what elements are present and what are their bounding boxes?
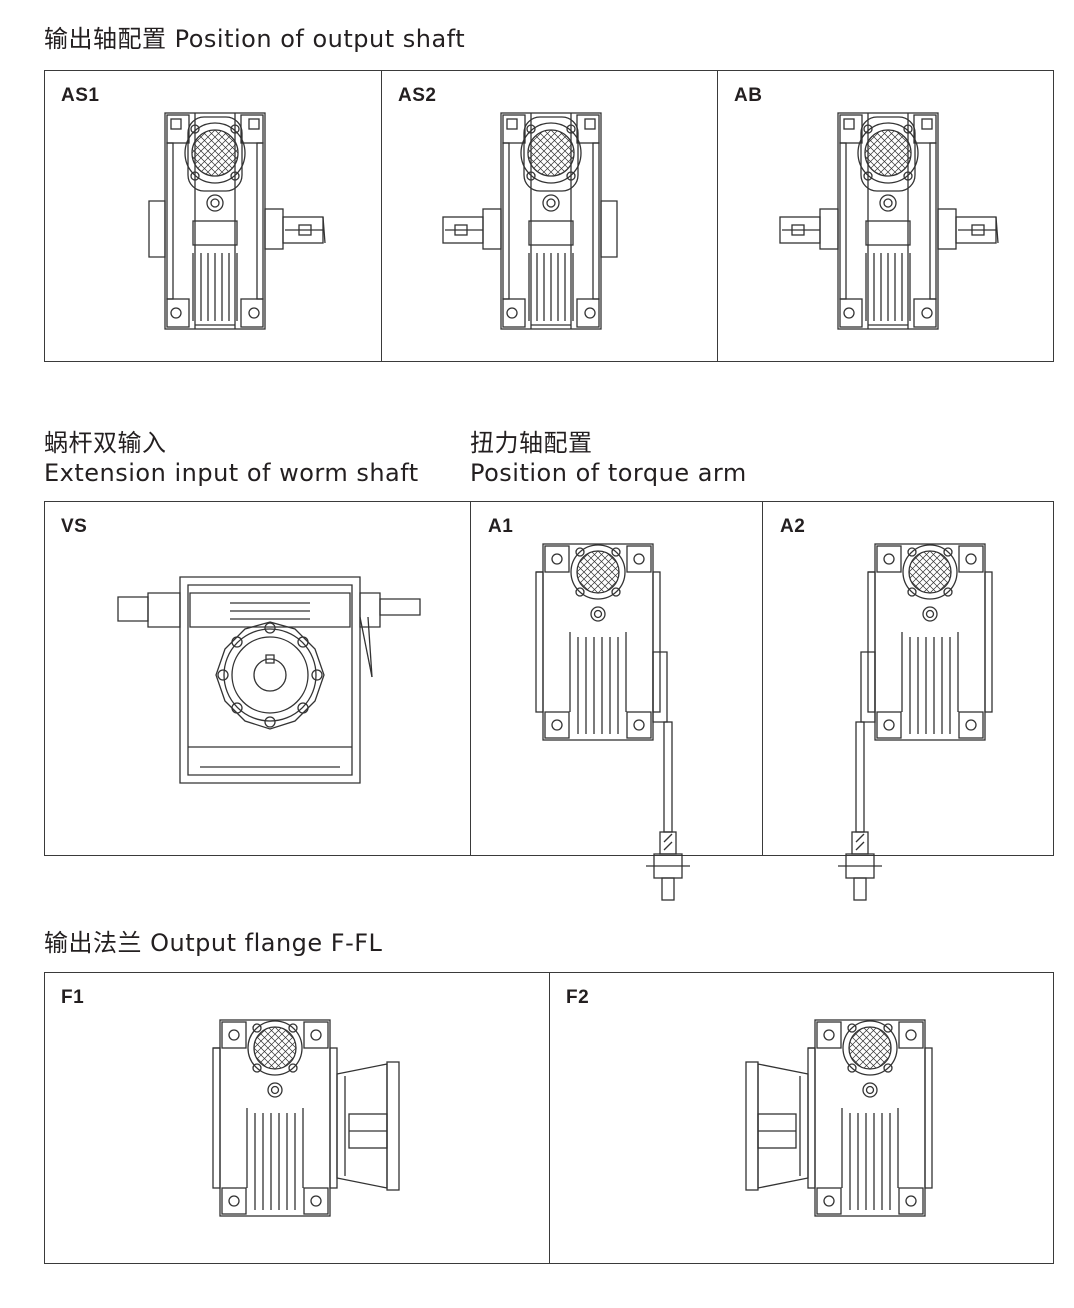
section-title-output-shaft: 输出轴配置 Position of output shaft — [44, 25, 466, 53]
output-shaft-panel: AS1 AS2 AB — [44, 70, 1054, 362]
label-ab: AB — [734, 85, 763, 106]
flange-panel: F1 F2 — [44, 972, 1054, 1264]
worm-torque-panel: VS A1 A2 — [44, 501, 1054, 901]
label-a1: A1 — [488, 516, 514, 537]
section-title-torque-en: Position of torque arm — [470, 459, 747, 487]
diagram-a2 — [837, 543, 993, 901]
label-vs: VS — [61, 516, 88, 537]
section-title-flange: 输出法兰 Output flange F-FL — [44, 929, 383, 957]
label-a2: A2 — [780, 516, 806, 537]
diagram-a1 — [535, 543, 691, 901]
section-title-worm-cn: 蜗杆双输入 — [44, 429, 167, 457]
section-title-torque-cn: 扭力轴配置 — [470, 429, 593, 457]
diagram-vs — [110, 567, 430, 797]
diagram-ab — [779, 112, 999, 330]
section-title-worm-en: Extension input of worm shaft — [44, 459, 419, 487]
diagram-f2 — [745, 1019, 933, 1217]
diagram-as1 — [85, 112, 326, 330]
diagram-as2 — [442, 112, 681, 330]
label-f1: F1 — [61, 987, 85, 1008]
diagram-f1 — [212, 1019, 400, 1217]
label-as2: AS2 — [398, 85, 437, 106]
label-as1: AS1 — [61, 85, 100, 106]
label-f2: F2 — [566, 987, 590, 1008]
